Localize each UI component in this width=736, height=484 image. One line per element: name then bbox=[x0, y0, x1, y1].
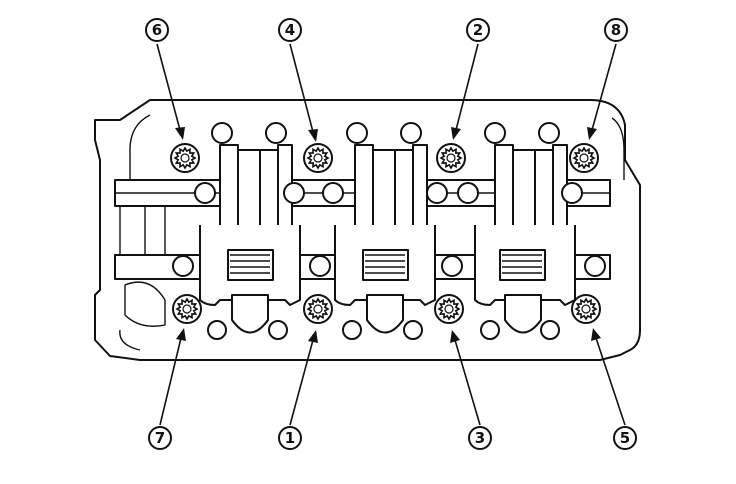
rocker-assembly-2 bbox=[334, 122, 436, 340]
bolt-6-bolt bbox=[170, 143, 200, 173]
bolt-5-bolt bbox=[571, 294, 601, 324]
bolt-8-bolt bbox=[569, 143, 599, 173]
callout-label: 2 bbox=[473, 21, 483, 39]
head-bolts bbox=[170, 143, 601, 324]
bolt-3-bolt bbox=[434, 294, 464, 324]
callout-label: 6 bbox=[152, 21, 162, 39]
bolt-1-bolt bbox=[303, 294, 333, 324]
callout-bolt-2: 2 bbox=[466, 18, 490, 42]
bolt-2-bolt bbox=[436, 143, 466, 173]
rocker-assembly-3 bbox=[474, 122, 576, 340]
shaft-supports bbox=[172, 182, 606, 277]
cylinder-head-outline bbox=[94, 99, 641, 361]
callout-label: 7 bbox=[155, 429, 165, 447]
callout-label: 5 bbox=[620, 429, 630, 447]
callout-label: 3 bbox=[475, 429, 485, 447]
callout-bolt-4: 4 bbox=[278, 18, 302, 42]
callout-label: 8 bbox=[611, 21, 621, 39]
callout-bolt-6: 6 bbox=[145, 18, 169, 42]
callout-label: 4 bbox=[285, 21, 295, 39]
callout-bolt-5: 5 bbox=[613, 426, 637, 450]
callout-leaders bbox=[156, 43, 626, 426]
rocker-assembly-1 bbox=[199, 122, 301, 340]
callout-bolt-1: 1 bbox=[278, 426, 302, 450]
bolt-4-bolt bbox=[303, 143, 333, 173]
left-end-details bbox=[119, 206, 166, 327]
callout-bolt-7: 7 bbox=[148, 426, 172, 450]
callout-label: 1 bbox=[285, 429, 295, 447]
bolt-7-bolt bbox=[172, 294, 202, 324]
callout-bolt-3: 3 bbox=[468, 426, 492, 450]
callout-bolt-8: 8 bbox=[604, 18, 628, 42]
